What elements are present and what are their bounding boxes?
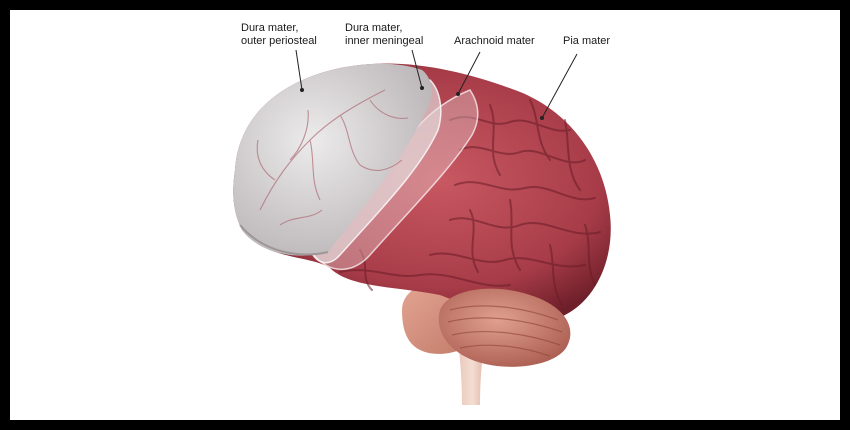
label-pia: Pia mater (563, 35, 610, 48)
leader-dot-dura-inner (420, 86, 424, 90)
dura-vessels (256, 89, 409, 226)
leader-dots (300, 86, 544, 120)
label-arachnoid: Arachnoid mater (454, 35, 535, 48)
gyri-texture (339, 99, 601, 306)
label-dura-outer: Dura mater, outer periosteal (241, 22, 317, 48)
leader-lines (295, 49, 578, 119)
cerebellum-folia (447, 305, 563, 357)
label-dura-inner-line1: Dura mater, (345, 22, 403, 34)
leader-dura-outer (295, 49, 303, 91)
label-arachnoid-text: Arachnoid mater (454, 35, 535, 47)
label-dura-outer-line2: outer periosteal (241, 35, 317, 47)
label-pia-text: Pia mater (563, 35, 611, 47)
leader-dot-pia (540, 116, 544, 120)
leader-arachnoid (457, 51, 481, 95)
label-dura-inner-line2: inner meningeal (345, 35, 424, 47)
dura-rim (239, 224, 329, 256)
leader-dot-arachnoid (456, 92, 460, 96)
illustration-frame: Dura mater, outer periosteal Dura mater,… (10, 10, 840, 420)
label-dura-outer-line1: Dura mater, (241, 22, 299, 34)
leader-dot-dura-outer (300, 88, 304, 92)
leader-pia (541, 53, 578, 119)
leader-dura-inner (411, 49, 423, 89)
label-dura-inner: Dura mater, inner meningeal (345, 22, 423, 48)
cerebellum (438, 288, 571, 367)
brain-meninges-diagram (233, 49, 611, 405)
